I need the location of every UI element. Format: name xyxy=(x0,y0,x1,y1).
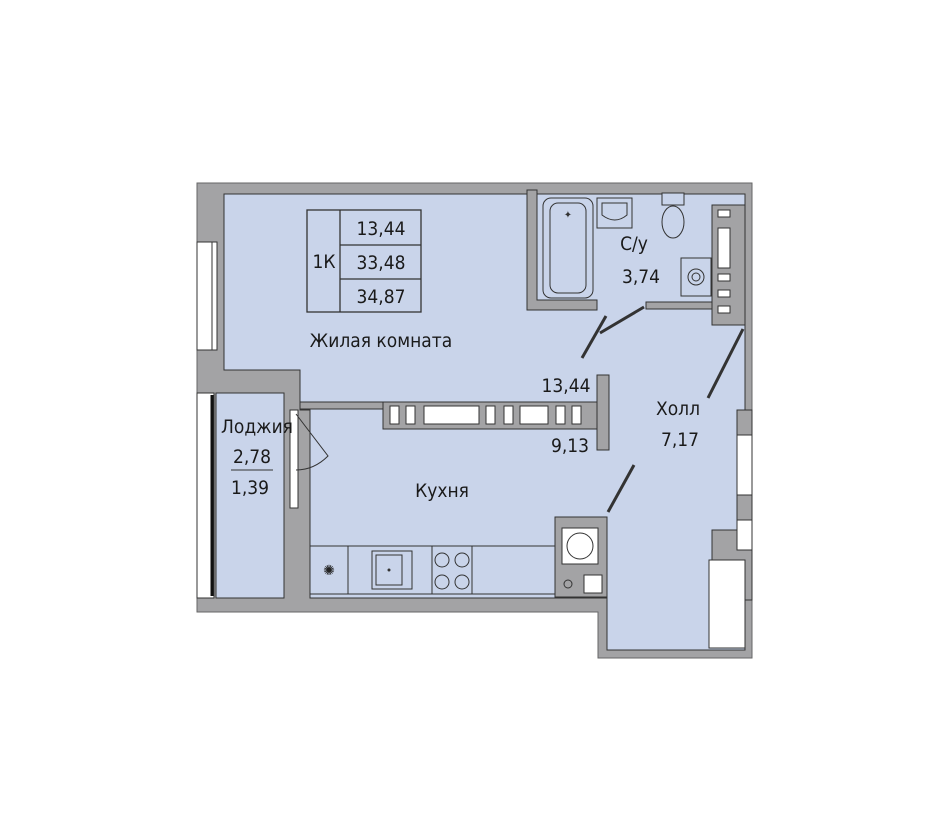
loggia-name: Лоджия xyxy=(221,416,293,438)
toilet-icon xyxy=(661,192,685,239)
summary-living-area: 13,44 xyxy=(357,218,406,240)
apartment-type: 1К xyxy=(312,251,335,273)
bathtub xyxy=(542,197,594,299)
summary-total-area: 33,48 xyxy=(357,252,406,274)
bathroom-name: С/у xyxy=(620,233,648,255)
summary-total-with-loggia: 34,87 xyxy=(357,286,406,308)
summary-table xyxy=(306,209,422,313)
bathroom-area: 3,74 xyxy=(622,266,660,288)
wardrobe xyxy=(708,559,746,649)
loggia-door xyxy=(289,409,299,509)
window-loggia xyxy=(196,392,215,599)
room-loggia xyxy=(215,392,285,599)
svg-text:✦: ✦ xyxy=(564,210,572,221)
hall-area: 7,17 xyxy=(661,429,699,451)
living-room-name: Жилая комната xyxy=(310,330,452,352)
svg-text:✺: ✺ xyxy=(323,563,335,579)
stove xyxy=(431,545,473,595)
doors xyxy=(580,305,745,513)
partition-pillar xyxy=(596,374,610,451)
washing-machine xyxy=(680,257,712,297)
loggia-area: 2,78 xyxy=(233,446,271,468)
kitchen-sink xyxy=(371,550,413,590)
kitchen-name: Кухня xyxy=(415,480,469,502)
hall-name: Холл xyxy=(656,398,700,420)
kitchen-area: 9,13 xyxy=(551,435,589,457)
window-living xyxy=(196,241,218,351)
boiler xyxy=(561,527,599,565)
fridge xyxy=(309,545,349,595)
living-room-area: 13,44 xyxy=(542,375,591,397)
bathroom-walls xyxy=(526,189,598,311)
loggia-reduced-area: 1,39 xyxy=(231,477,269,499)
